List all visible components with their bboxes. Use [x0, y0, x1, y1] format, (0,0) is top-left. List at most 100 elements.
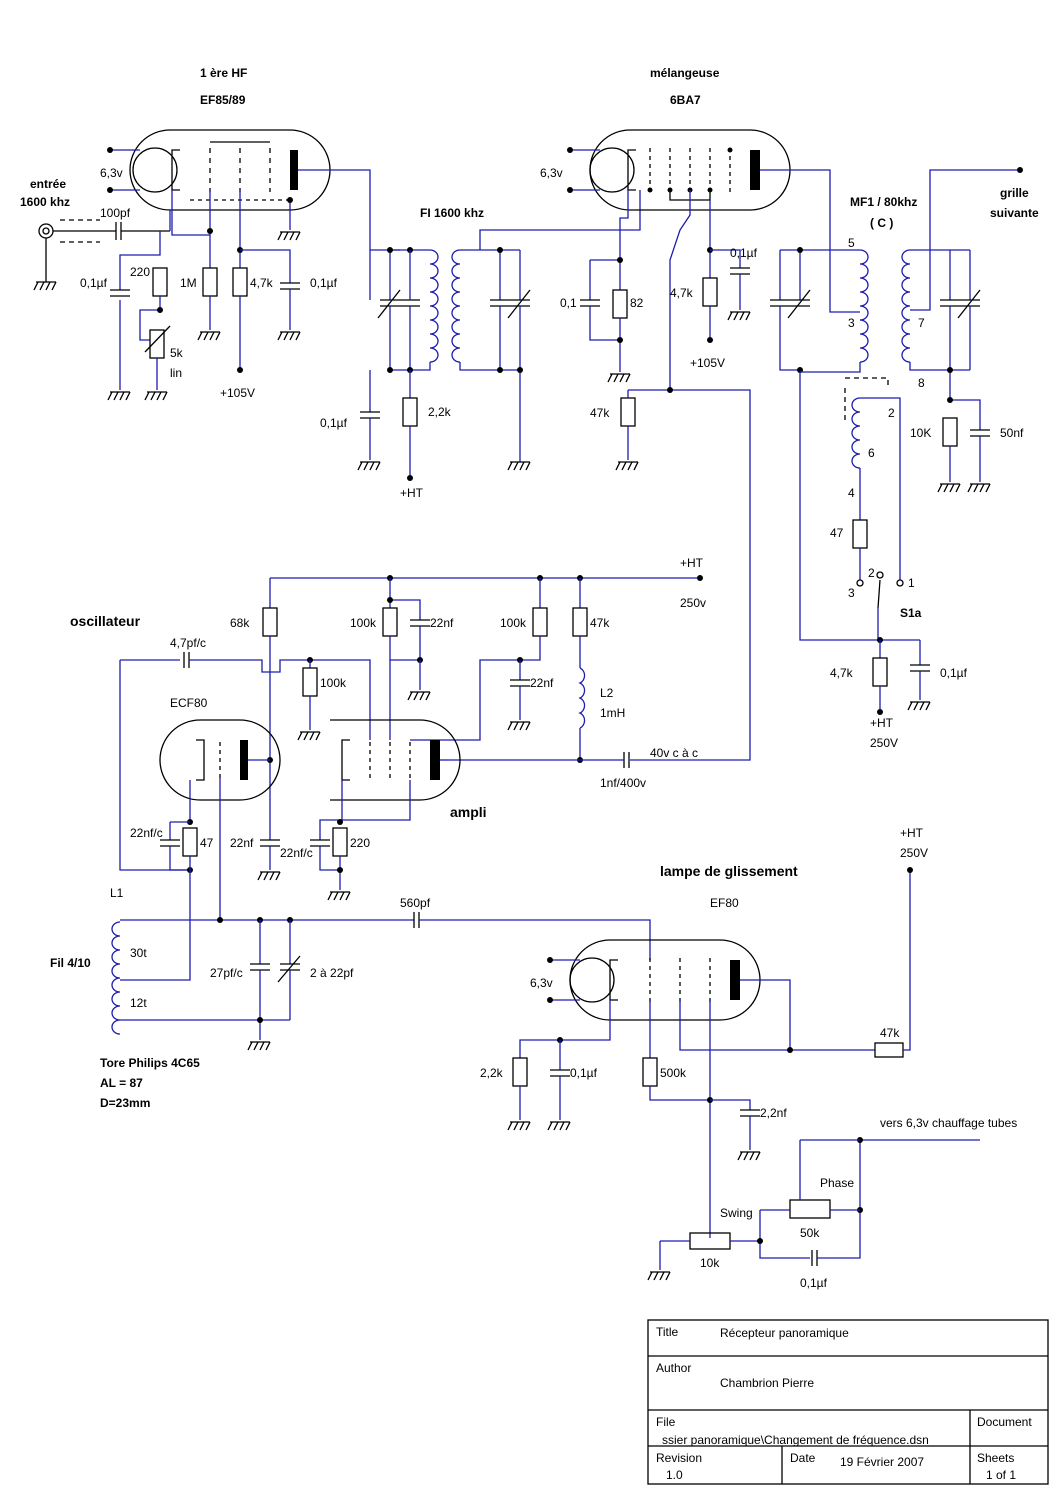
label-tore2: AL = 87: [100, 1076, 143, 1090]
label-melangeuse: mélangeuse: [650, 66, 720, 80]
label-c22nf-b: 22nf: [530, 676, 554, 690]
tb-title-label: Title: [656, 1325, 679, 1339]
label-heater-2: 6,3v: [540, 166, 563, 180]
tb-document-label: Document: [977, 1415, 1032, 1429]
label-mf1: MF1 / 80khz: [850, 195, 917, 209]
label-c22nf-d: 2,2nf: [760, 1106, 787, 1120]
label-c01a: 0,1µf: [80, 276, 108, 290]
label-r1m: 1M: [180, 276, 197, 290]
label-c22nfc-b: 22nf/c: [280, 846, 313, 860]
label-n4: 4: [848, 486, 855, 500]
label-c01e: 0,1µf: [730, 246, 758, 260]
label-r220b: 220: [350, 836, 370, 850]
tb-author-label: Author: [656, 1361, 691, 1375]
label-l2v: 1mH: [600, 706, 625, 720]
tube-ef80: [569, 939, 761, 1021]
label-30t: 30t: [130, 946, 147, 960]
label-r47: 47: [830, 526, 844, 540]
label-ht-c: +HT: [680, 556, 704, 570]
label-ht-d: +HT: [900, 826, 924, 840]
label-s1a: S1a: [900, 606, 922, 620]
label-ef80: EF80: [710, 896, 739, 910]
label-n5: 5: [848, 236, 855, 250]
label-250v-a: 250V: [870, 736, 898, 750]
label-suivante: suivante: [990, 206, 1039, 220]
label-r500k: 500k: [660, 1066, 687, 1080]
label-fi: FI 1600 khz: [420, 206, 484, 220]
label-c560: 560pf: [400, 896, 431, 910]
tb-date-value: 19 Février 2007: [840, 1455, 924, 1469]
label-250v-c: 250V: [900, 846, 928, 860]
label-c27pf: 27pf/c: [210, 966, 243, 980]
label-n2: 2: [888, 406, 895, 420]
tube-ecf80-pentode: [330, 719, 461, 801]
tb-author-value: Chambrion Pierre: [720, 1376, 814, 1390]
label-heater-3: 6,3v: [530, 976, 553, 990]
label-c01g: 0,1µf: [570, 1066, 598, 1080]
label-l2: L2: [600, 686, 614, 700]
label-ecf80: ECF80: [170, 696, 208, 710]
label-mf1-c: ( C ): [870, 216, 893, 230]
label-swing: Swing: [720, 1206, 753, 1220]
label-heater-1: 6,3v: [100, 166, 123, 180]
tb-revision-label: Revision: [656, 1451, 702, 1465]
label-r82: 82: [630, 296, 644, 310]
tube-ecf80-triode: [159, 719, 281, 801]
label-n8: 8: [918, 376, 925, 390]
label-r100k-b: 100k: [500, 616, 527, 630]
label-1600khz: 1600 khz: [20, 195, 70, 209]
label-c01b: 0,1µf: [310, 276, 338, 290]
label-lin: lin: [170, 366, 182, 380]
label-fil: Fil 4/10: [50, 956, 91, 970]
label-sw3: 3: [848, 586, 855, 600]
label-hf: 1 ère HF: [200, 66, 247, 80]
label-grille: grille: [1000, 186, 1029, 200]
label-r47k-b: 4,7k: [670, 286, 694, 300]
label-r10k-b: 10k: [700, 1256, 720, 1270]
label-r47k-d: 4,7k: [830, 666, 854, 680]
label-c1nf: 1nf/400v: [600, 776, 646, 790]
label-250v-b: 250v: [680, 596, 706, 610]
label-l1: L1: [110, 886, 124, 900]
tb-date-label: Date: [790, 1451, 816, 1465]
label-sw2: 2: [868, 566, 875, 580]
label-ht-b: +HT: [870, 716, 894, 730]
label-r50k: 50k: [800, 1226, 820, 1240]
label-ef85: EF85/89: [200, 93, 246, 107]
label-c22nf-a: 22nf: [430, 616, 454, 630]
tb-sheets-value: 1 of 1: [986, 1468, 1016, 1482]
label-r220: 220: [130, 265, 150, 279]
label-c47pf: 4,7pf/c: [170, 636, 206, 650]
label-pot5k: 5k: [170, 346, 184, 360]
label-oscillateur: oscillateur: [70, 613, 141, 629]
label-r100k-a: 100k: [350, 616, 377, 630]
label-c50nf: 50nf: [1000, 426, 1024, 440]
label-n3: 3: [848, 316, 855, 330]
label-phase: Phase: [820, 1176, 854, 1190]
tb-sheets-label: Sheets: [977, 1451, 1014, 1465]
label-entree: entrée: [30, 177, 66, 191]
tube-6ba7: [589, 129, 791, 211]
label-tore1: Tore Philips 4C65: [100, 1056, 200, 1070]
label-c22nf-c: 22nf: [230, 836, 254, 850]
tb-revision-value: 1.0: [666, 1468, 683, 1482]
label-r10k-a: 10K: [910, 426, 931, 440]
label-6ba7: 6BA7: [670, 93, 701, 107]
label-heater-note: vers 6,3v chauffage tubes: [880, 1116, 1017, 1130]
label-105v-a: +105V: [220, 386, 255, 400]
label-c01d: 0,1: [560, 296, 577, 310]
label-r47b: 47: [200, 836, 214, 850]
label-r47k-f: 47k: [880, 1026, 900, 1040]
tb-title-value: Récepteur panoramique: [720, 1326, 849, 1340]
label-r47k-e: 47k: [590, 616, 610, 630]
label-n7: 7: [918, 316, 925, 330]
label-c100pf: 100pf: [100, 206, 131, 220]
label-glissement: lampe de glissement: [660, 863, 798, 879]
label-tore3: D=23mm: [100, 1096, 150, 1110]
title-block: Title Récepteur panoramique Author Chamb…: [647, 1319, 1049, 1485]
label-12t: 12t: [130, 996, 147, 1010]
tb-file-value: ssier panoramique\Changement de fréquenc…: [662, 1433, 929, 1447]
label-r22k: 2,2k: [428, 405, 452, 419]
label-c01c: 0,1µf: [320, 416, 348, 430]
